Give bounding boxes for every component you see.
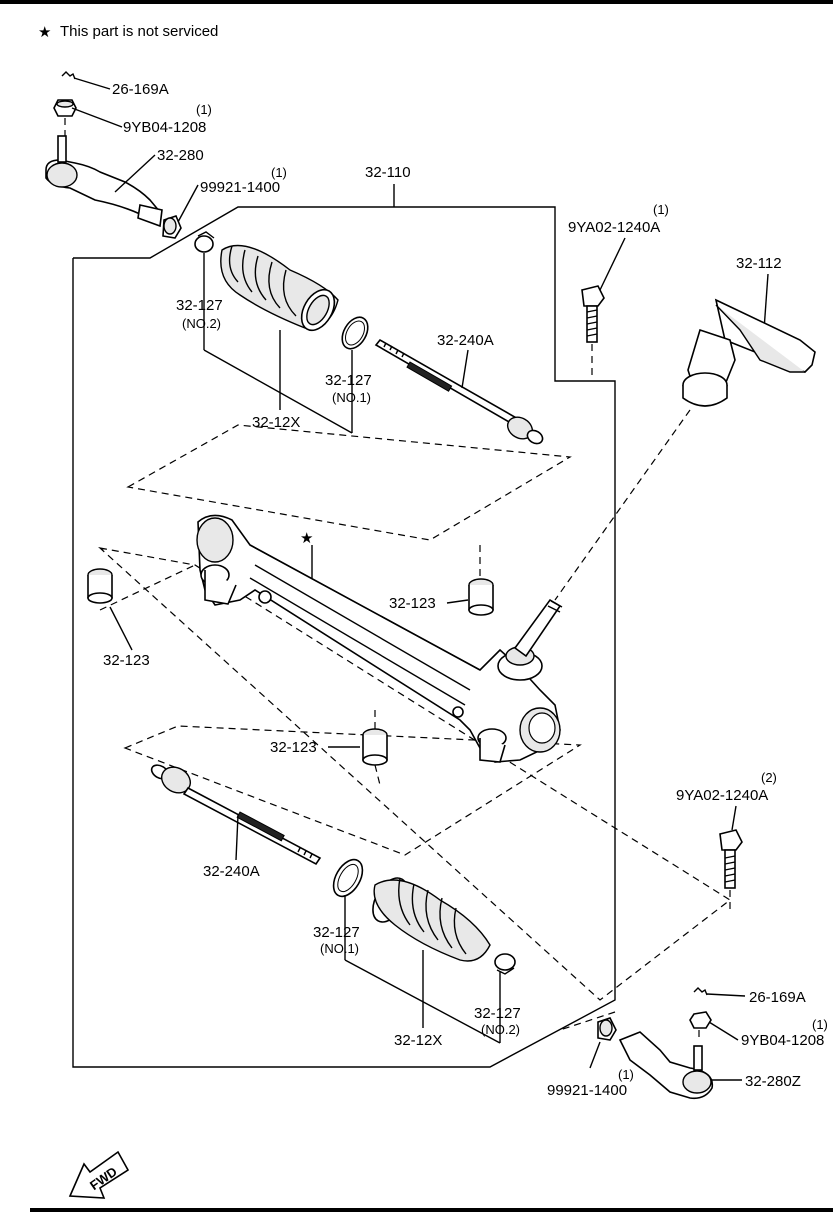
label-nut-top-qty: (1) bbox=[196, 102, 212, 117]
label-boot-cover: 32-112 bbox=[736, 255, 782, 272]
note-star-icon: ★ bbox=[38, 24, 51, 41]
dashed-plane-bottom bbox=[123, 725, 582, 856]
not-serviced-star-icon: ★ bbox=[300, 530, 313, 547]
inner-rod-top bbox=[374, 338, 544, 445]
label-spacer-top-qty: (1) bbox=[271, 165, 287, 180]
inner-rod-bottom bbox=[150, 764, 322, 866]
clamp-no2-top bbox=[194, 231, 215, 253]
label-bolt-top-qty: (1) bbox=[653, 202, 669, 217]
bolt-bottom bbox=[719, 829, 743, 889]
label-clamp-no2-bottom-sub: (NO.2) bbox=[481, 1022, 520, 1037]
nut-top bbox=[53, 99, 77, 117]
spacer-top bbox=[162, 215, 182, 239]
label-spacer-top: 99921-1400 bbox=[200, 179, 280, 196]
bolt-top bbox=[581, 285, 605, 343]
fwd-arrow-icon: FWD bbox=[68, 1150, 130, 1199]
clamp-no2-bottom bbox=[494, 953, 516, 975]
spacer-bottom bbox=[597, 1017, 617, 1041]
boot-bottom bbox=[372, 877, 491, 962]
note-text: This part is not serviced bbox=[60, 23, 218, 40]
bushing-left bbox=[87, 568, 113, 604]
dashed-plane-top bbox=[126, 424, 572, 541]
bottom-border bbox=[30, 1208, 833, 1212]
label-gear-assembly: 32-110 bbox=[365, 164, 411, 181]
label-spacer-bottom: 99921-1400 bbox=[547, 1082, 627, 1099]
label-boot-kit-top: 32-12X bbox=[252, 414, 300, 431]
boot-cover bbox=[682, 298, 816, 407]
label-nut-bottom: 9YB04-1208 bbox=[741, 1032, 824, 1049]
label-boot-kit-bottom: 32-12X bbox=[394, 1032, 442, 1049]
label-spacer-bottom-qty: (1) bbox=[618, 1067, 634, 1082]
label-inner-rod-bottom: 32-240A bbox=[203, 863, 260, 880]
label-clamp-no1-top-sub: (NO.1) bbox=[332, 390, 371, 405]
label-clamp-no2-bottom: 32-127 bbox=[474, 1005, 521, 1022]
label-nut-top: 9YB04-1208 bbox=[123, 119, 206, 136]
boot-top bbox=[220, 244, 339, 332]
clamp-no1-bottom bbox=[332, 858, 364, 898]
label-clamp-no2-top: 32-127 bbox=[176, 297, 223, 314]
bushing-lower bbox=[362, 728, 388, 766]
label-tie-rod-end-left: 32-280 bbox=[157, 147, 204, 164]
tie-rod-end-left bbox=[45, 135, 163, 228]
label-clamp-no1-bottom: 32-127 bbox=[313, 924, 360, 941]
label-bushing-right: 32-123 bbox=[389, 595, 436, 612]
label-bushing-left: 32-123 bbox=[103, 652, 150, 669]
label-clamp-no1-bottom-sub: (NO.1) bbox=[320, 941, 359, 956]
label-clamp-no1-top: 32-127 bbox=[325, 372, 372, 389]
pinion-shaft bbox=[513, 598, 563, 658]
nut-clip-bottom bbox=[693, 987, 708, 996]
label-bushing-lower: 32-123 bbox=[270, 739, 317, 756]
dashed-plane-middle bbox=[98, 547, 732, 1001]
clamp-no1-top bbox=[341, 316, 369, 350]
bushing-right bbox=[468, 578, 494, 616]
label-bolt-bottom-qty: (2) bbox=[761, 770, 777, 785]
label-bolt-top: 9YA02-1240A bbox=[568, 219, 660, 236]
nut-bottom bbox=[689, 1011, 712, 1029]
label-clamp-no2-top-sub: (NO.2) bbox=[182, 316, 221, 331]
nut-clip-top bbox=[61, 71, 76, 80]
label-nut-clip-top: 26-169A bbox=[112, 81, 169, 98]
label-bolt-bottom: 9YA02-1240A bbox=[676, 787, 768, 804]
tie-rod-end-right bbox=[618, 1031, 714, 1100]
label-nut-bottom-qty: (1) bbox=[812, 1017, 828, 1032]
label-inner-rod-top: 32-240A bbox=[437, 332, 494, 349]
steering-gear-housing bbox=[196, 514, 561, 763]
assembly-outline bbox=[72, 206, 616, 1068]
label-nut-clip-bottom: 26-169A bbox=[749, 989, 806, 1006]
top-border bbox=[0, 0, 833, 4]
label-tie-rod-end-right: 32-280Z bbox=[745, 1073, 801, 1090]
